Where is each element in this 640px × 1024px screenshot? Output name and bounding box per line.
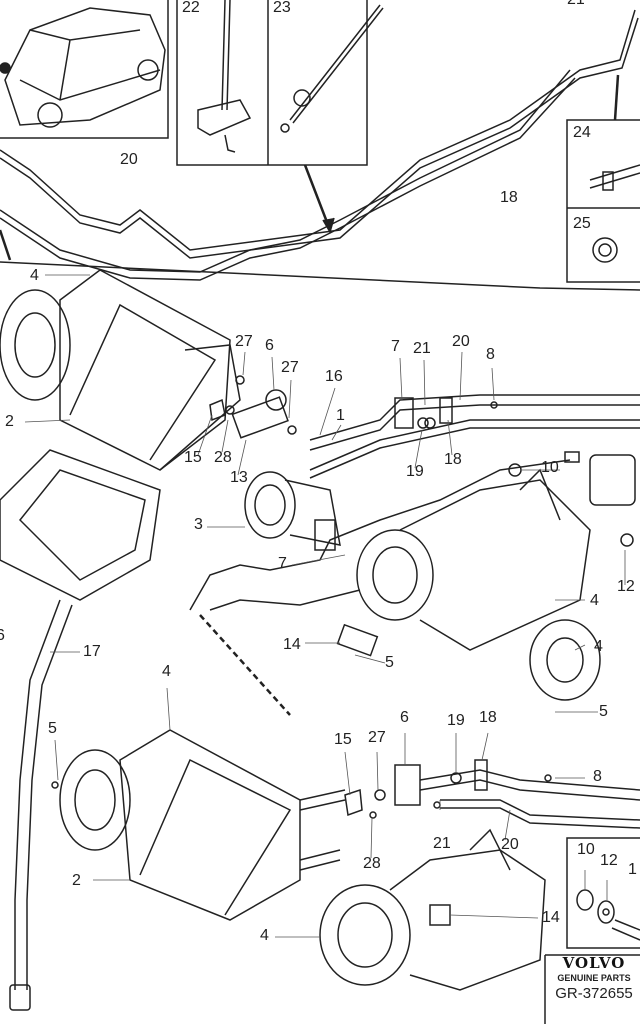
callout-24: 24 (573, 124, 591, 141)
callout-7: 7 (391, 338, 400, 355)
brand-subtitle: GENUINE PARTS (557, 972, 631, 983)
callout-28: 28 (363, 855, 381, 872)
volvo-logo-block: VOLVO GENUINE PARTS GR-372655 (548, 955, 640, 1003)
callout-4: 4 (260, 927, 269, 944)
callout-13: 13 (230, 469, 248, 486)
leader-lines (24, 274, 626, 938)
callout-16: 16 (325, 368, 343, 385)
blower-motor (244, 471, 341, 551)
callout-10: 10 (541, 459, 559, 476)
callout-18: 18 (500, 189, 518, 206)
ac-pipes (0, 9, 640, 291)
callout-20: 20 (452, 333, 470, 350)
callout-4: 4 (590, 592, 599, 609)
callout-6: 6 (0, 627, 5, 644)
callout-14: 14 (283, 636, 301, 653)
callout-6: 6 (265, 337, 274, 354)
heater-housing-right (336, 468, 634, 701)
evaporator-housing-upper (0, 269, 241, 471)
callout-8: 8 (593, 768, 602, 785)
callout-20: 20 (501, 836, 519, 853)
drain-hose (9, 599, 73, 1011)
callout-10: 10 (577, 841, 595, 858)
callout-5: 5 (599, 703, 608, 720)
callout-20: 20 (120, 151, 138, 168)
wiring-harness (189, 451, 636, 716)
callout-4: 4 (594, 638, 603, 655)
callout-2: 2 (5, 413, 14, 430)
vehicle-inset (0, 0, 169, 139)
callout-5: 5 (385, 654, 394, 671)
callout-19: 19 (406, 463, 424, 480)
callout-15: 15 (184, 449, 202, 466)
callout-25: 25 (573, 215, 591, 232)
clip-inset-22-23 (176, 0, 384, 234)
callout-1: 1 (628, 861, 637, 878)
blower-housing-left (0, 449, 161, 601)
callout-5: 5 (48, 720, 57, 737)
evaporator-housing-lower (51, 729, 346, 921)
callout-12: 12 (600, 852, 618, 869)
callout-8: 8 (486, 346, 495, 363)
callout-19: 19 (447, 712, 465, 729)
heater-housing-lower (319, 828, 546, 991)
callout-21: 21 (433, 835, 451, 852)
callout-27: 27 (281, 359, 299, 376)
callout-22: 22 (182, 0, 200, 16)
callout-27: 27 (368, 729, 386, 746)
callout-14: 14 (542, 909, 560, 926)
callout-21: 21 (567, 0, 585, 8)
callout-4: 4 (162, 663, 171, 680)
callout-28: 28 (214, 449, 232, 466)
callout-12: 12 (617, 578, 635, 595)
callout-1: 1 (336, 407, 345, 424)
callout-2: 2 (72, 872, 81, 889)
clip-inset-24-25 (566, 119, 640, 283)
callout-7: 7 (278, 555, 287, 572)
callout-6: 6 (400, 709, 409, 726)
diagram-code: GR-372655 (555, 985, 633, 1003)
brand-logo: VOLVO (562, 954, 626, 972)
callout-27: 27 (235, 333, 253, 350)
expansion-valve-lower (344, 759, 640, 829)
callout-17: 17 (83, 643, 101, 660)
callout-4: 4 (30, 267, 39, 284)
callout-3: 3 (194, 516, 203, 533)
expansion-valve-upper (209, 375, 640, 479)
callout-18: 18 (444, 451, 462, 468)
callout-15: 15 (334, 731, 352, 748)
hardware-inset (544, 837, 640, 1024)
callout-18: 18 (479, 709, 497, 726)
callout-21: 21 (413, 340, 431, 357)
callout-23: 23 (273, 0, 291, 16)
